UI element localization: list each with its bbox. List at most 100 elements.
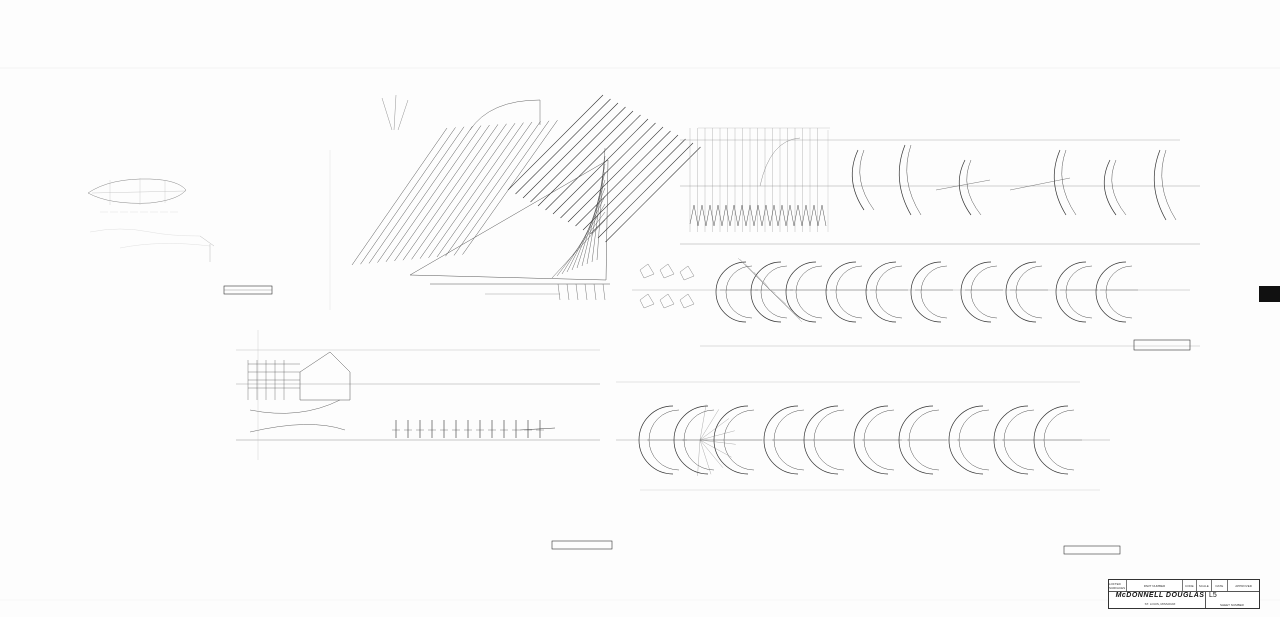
drawing-line — [377, 126, 473, 263]
section-curve — [859, 149, 875, 211]
drawing-line — [530, 106, 626, 203]
drawing-line — [445, 121, 541, 257]
lower-plan-view — [236, 330, 613, 550]
section-curve — [906, 144, 922, 216]
section-curve — [659, 263, 675, 279]
section-curve — [1053, 149, 1067, 216]
section-curve — [87, 178, 187, 204]
section-curve — [1065, 265, 1093, 319]
drawing-line — [462, 120, 558, 255]
section-curve — [763, 405, 799, 475]
drawing-line — [402, 124, 499, 261]
frame-arc-sections-row-1 — [632, 257, 1200, 351]
drawing-line — [699, 409, 719, 441]
drawing-line — [581, 171, 606, 267]
section-curve — [1105, 265, 1133, 319]
section-curve — [1005, 261, 1037, 323]
section-curve — [958, 159, 972, 216]
drawing-line — [575, 130, 671, 227]
section-curve — [795, 265, 823, 319]
drawing-box — [551, 540, 613, 550]
drawing-line — [368, 126, 465, 264]
drawing-line — [428, 122, 524, 258]
drawing-line — [411, 123, 507, 260]
drawing-line — [566, 195, 606, 273]
section-curve — [1161, 149, 1177, 221]
section-curve — [1055, 261, 1087, 323]
section-curve — [750, 261, 782, 323]
section-curve — [1095, 261, 1127, 323]
drawing-line — [699, 418, 729, 441]
drawing-line — [593, 283, 597, 301]
section-curve — [825, 261, 857, 323]
drawing-line — [699, 439, 736, 445]
section-curve — [469, 99, 541, 131]
section-curve — [715, 261, 747, 323]
company-name: McDONNELL DOUGLAS — [1115, 592, 1205, 599]
section-curve — [920, 265, 948, 319]
drawing-line — [575, 283, 579, 301]
drawing-line — [699, 439, 724, 468]
frame-section-profiles-upper — [851, 144, 1177, 221]
section-curve — [1015, 265, 1043, 319]
drawing-line — [769, 289, 795, 314]
drawing-line — [91, 190, 187, 194]
section-curve — [1009, 177, 1071, 191]
title-block-cell: PART NUMBER — [1127, 580, 1183, 591]
drawing-line — [697, 439, 701, 476]
title-block-cell: SCALE — [1197, 580, 1212, 591]
drawing-line — [571, 187, 606, 271]
section-curve — [910, 261, 942, 323]
edge-tab-marker — [1259, 286, 1280, 302]
section-curve — [1061, 149, 1077, 216]
title-block-cell: LOFTED SURFACES — [1109, 580, 1128, 591]
drawing-line — [507, 94, 604, 191]
section-curve — [1103, 159, 1117, 216]
drawing-line — [419, 123, 516, 259]
station-elevation-view — [680, 127, 1200, 245]
sheet-number-label: SHEET NUMBER — [1220, 603, 1244, 607]
section-curve — [865, 261, 897, 323]
drawing-line — [394, 124, 490, 262]
section-curve — [299, 351, 351, 401]
section-curve — [249, 424, 346, 433]
section-curve — [875, 265, 903, 319]
section-curve — [835, 265, 863, 319]
drawing-line — [596, 147, 606, 261]
drawing-line — [591, 155, 606, 263]
drawing-line — [381, 97, 393, 131]
drawing-line — [764, 281, 771, 291]
section-curve — [853, 405, 889, 475]
title-block: LOFTED SURFACES PART NUMBER CODE SCALE D… — [1108, 579, 1260, 609]
title-block-cell: DATE — [1212, 580, 1229, 591]
section-curve — [519, 427, 556, 431]
title-block-cell: APPROVED — [1235, 583, 1252, 588]
section-curve — [409, 159, 609, 281]
drawing-line — [582, 134, 679, 231]
section-curve — [659, 293, 675, 309]
section-curve — [970, 265, 998, 319]
frame-arc-sections-row-2 — [616, 381, 1121, 555]
section-curve — [1033, 405, 1069, 475]
drawing-line — [737, 257, 771, 291]
section-curve — [1111, 159, 1127, 216]
section-curve — [935, 179, 991, 191]
drawing-line — [199, 235, 215, 247]
drawing-line — [584, 283, 588, 301]
section-curve — [725, 265, 753, 319]
drawing-line — [567, 126, 664, 223]
drawing-line — [699, 430, 735, 441]
sheet-frame — [0, 67, 1280, 601]
drawing-line — [436, 121, 533, 258]
drawing-box — [1063, 545, 1121, 555]
drawing-line — [453, 120, 550, 256]
fuselage-side-view — [87, 178, 273, 295]
section-curve — [948, 405, 984, 475]
section-curve — [851, 149, 865, 211]
section-curve — [759, 137, 801, 187]
title-block-header-row: LOFTED SURFACES PART NUMBER CODE SCALE D… — [1109, 580, 1259, 592]
section-curve — [689, 204, 827, 227]
sheet-number-box: L5 SHEET NUMBER — [1205, 591, 1260, 608]
drawing-line — [602, 283, 606, 301]
drawing-line — [769, 289, 776, 294]
